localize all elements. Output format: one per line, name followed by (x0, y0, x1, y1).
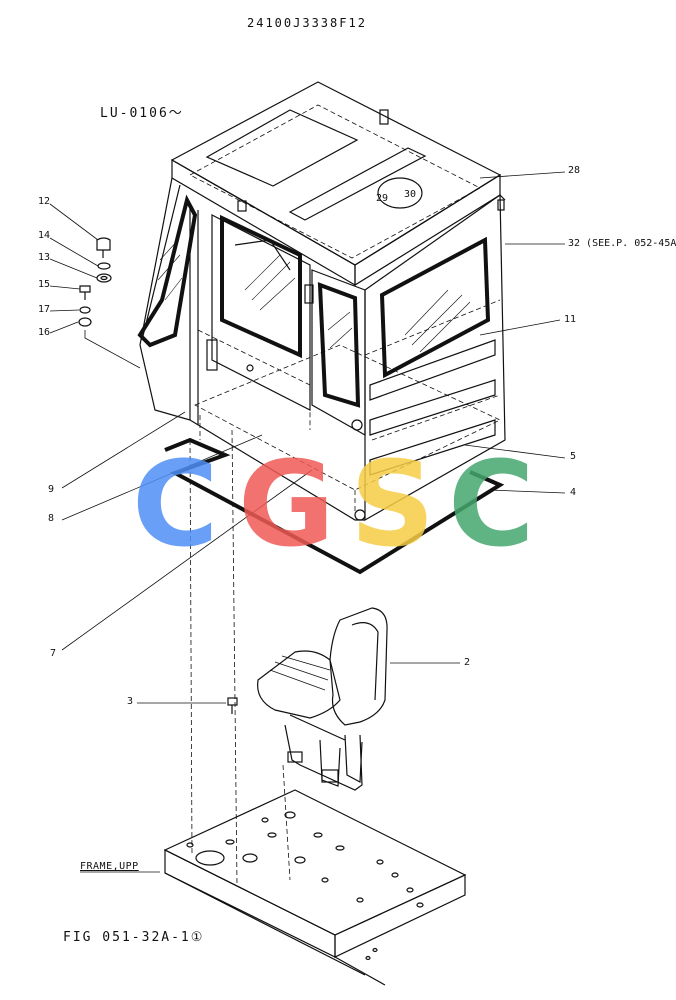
watermark-letter: C (132, 435, 219, 573)
operator-seat (257, 607, 388, 791)
callout-32: 32 (SEE.P. 052-45A) (568, 238, 676, 249)
cab-left-side (137, 177, 199, 425)
watermark-letter: S (350, 435, 435, 573)
callout-11: 11 (564, 314, 577, 325)
callout-29: 29 (376, 193, 389, 204)
callout-30: 30 (404, 189, 417, 200)
frame-label: FRAME,UPP (80, 861, 139, 872)
callout-12: 12 (38, 196, 51, 207)
callout-3: 3 (127, 696, 134, 707)
callout-16: 16 (38, 327, 51, 338)
cab-right-side (364, 193, 506, 522)
watermark-letter: C (448, 435, 535, 573)
callout-2: 2 (464, 657, 471, 668)
callout-8: 8 (48, 513, 55, 524)
upper-frame (80, 789, 467, 986)
callout-9: 9 (48, 484, 55, 495)
callout-15: 15 (38, 279, 51, 290)
callout-28: 28 (568, 165, 581, 176)
callout-7: 7 (50, 648, 57, 659)
watermark-letter: G (238, 435, 335, 573)
alignment-lines (189, 429, 291, 886)
bolt-item-3 (227, 697, 238, 714)
callout-13: 13 (38, 252, 51, 263)
callout-14: 14 (38, 230, 51, 241)
callout-5: 5 (570, 451, 577, 462)
figure-label: FIG 051-32A-1① (63, 930, 205, 945)
cab-floor (189, 344, 501, 521)
leader-lines (49, 171, 566, 704)
callout-17: 17 (38, 304, 51, 315)
callout-4: 4 (570, 487, 577, 498)
part-code: 24100J3338F12 (247, 16, 367, 30)
cab-door (197, 214, 311, 430)
serial-range: LU-0106～ (100, 106, 184, 121)
